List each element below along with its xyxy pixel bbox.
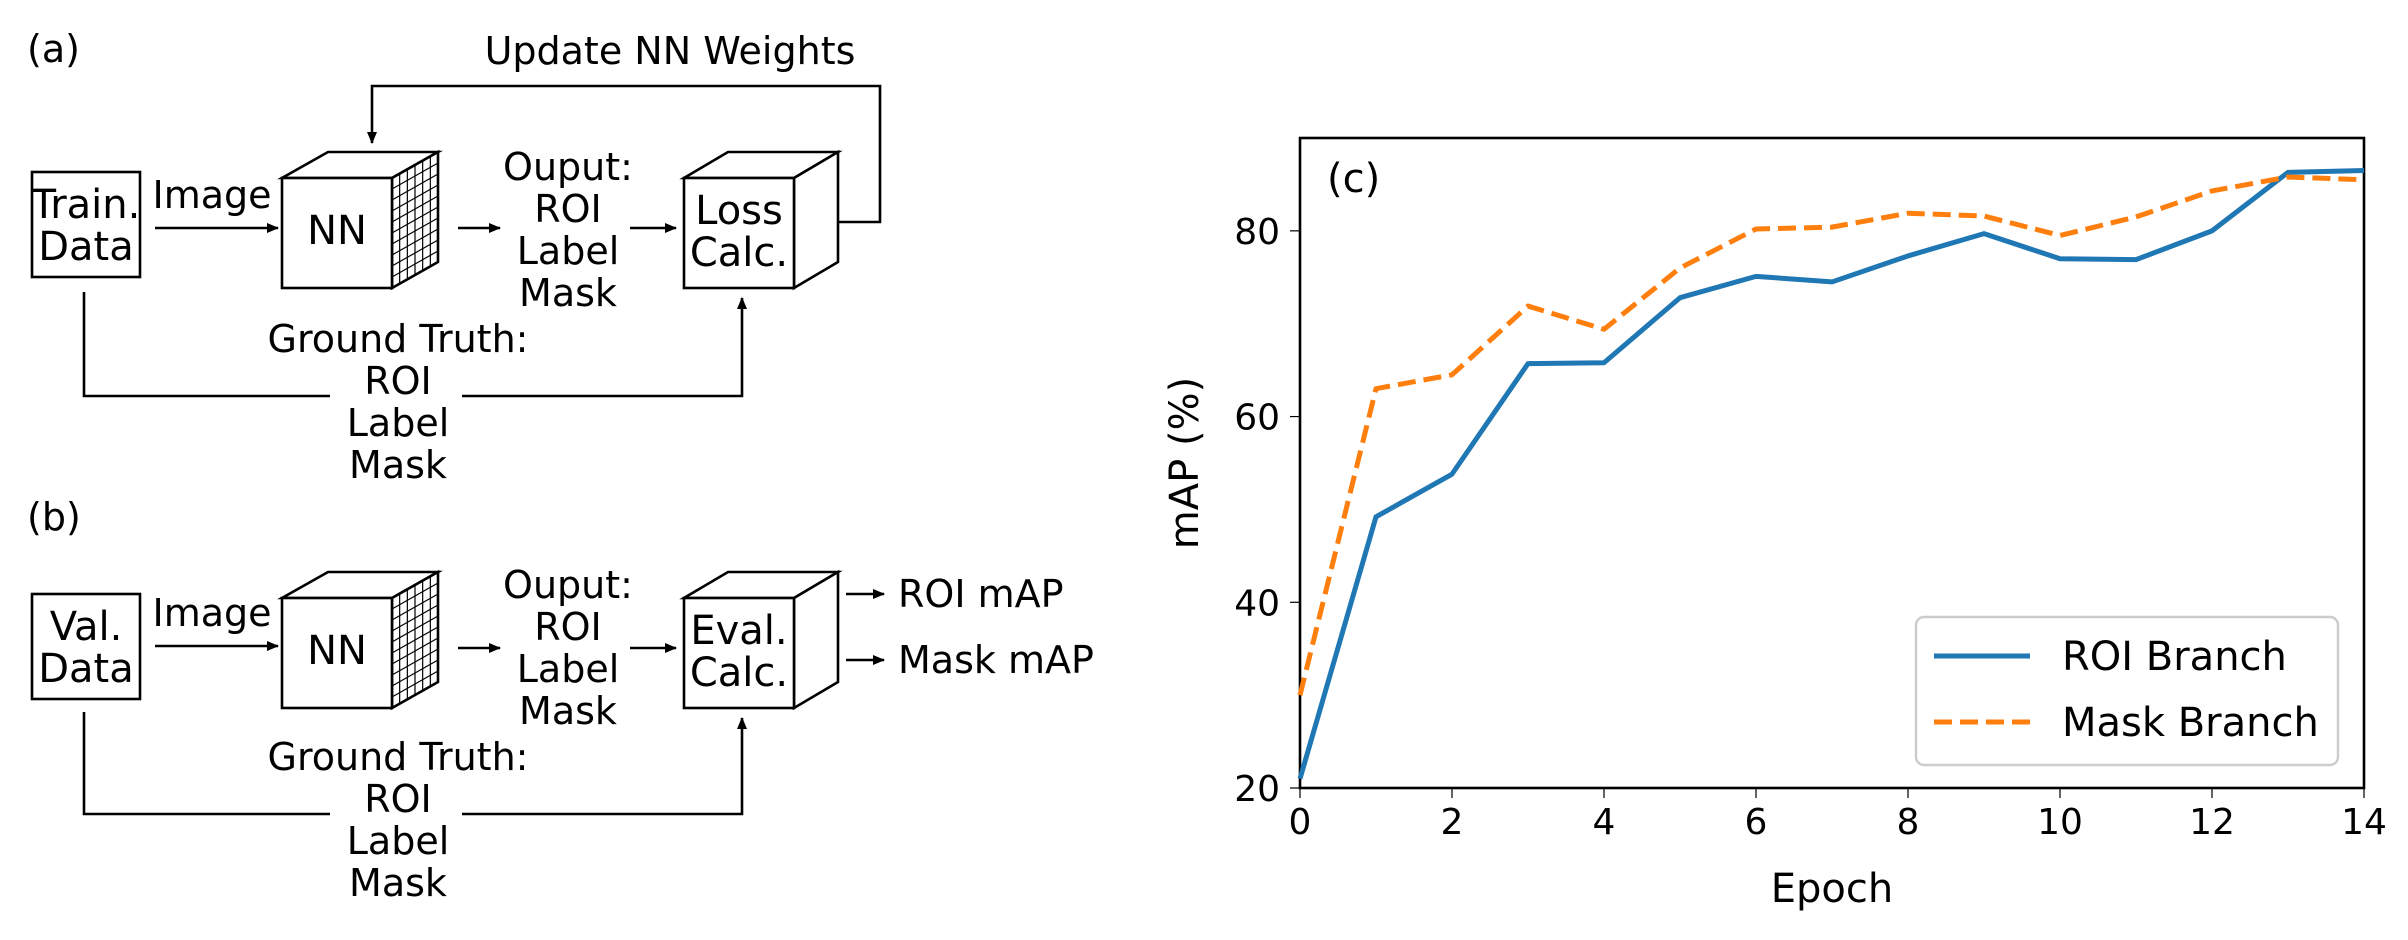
gt-line-2: ROI: [364, 359, 432, 403]
output-line-4: Mask: [519, 271, 617, 315]
nn-cube-b: NN: [277, 569, 443, 711]
output-line-3: Label: [517, 229, 620, 273]
image-label: Image: [152, 173, 271, 217]
nn-grid-line: [391, 648, 439, 676]
output-line-1: Ouput:: [503, 145, 633, 189]
output-b-line-1: Ouput:: [503, 563, 633, 607]
val-data-label-2: Data: [38, 646, 134, 692]
nn-label: NN: [307, 208, 367, 254]
gt-line-1: Ground Truth:: [268, 317, 529, 361]
nn-grid-line: [391, 184, 439, 212]
roi-map-label: ROI mAP: [898, 572, 1064, 616]
output-b-line-4: Mask: [519, 689, 617, 733]
x-tick-label: 4: [1593, 802, 1616, 843]
panel-b-tag: (b): [27, 495, 81, 539]
panel-a-diagram: (a) Update NN Weights Train. Data Image …: [27, 27, 882, 487]
image-label-b: Image: [152, 591, 271, 635]
chart-panel-tag: (c): [1327, 156, 1380, 202]
feedback-arrow: [367, 84, 882, 224]
eval-calc-label-2: Calc.: [690, 650, 788, 696]
nn-grid-line: [391, 162, 439, 190]
nn-grid-line: [391, 206, 439, 234]
nn-grid-line: [391, 228, 439, 256]
x-tick-label: 0: [1289, 802, 1312, 843]
nn-cube: NN: [277, 149, 443, 291]
gt-b-line-left: [82, 712, 330, 816]
y-tick-label: 80: [1234, 212, 1280, 253]
eval-calc-cube: Eval. Calc.: [679, 569, 843, 711]
y-tick-label: 20: [1234, 769, 1280, 810]
gt-b-line-4: Mask: [349, 861, 447, 905]
nn-grid-line: [391, 250, 439, 278]
val-data-box: [30, 592, 142, 701]
nn-grid-line: [391, 239, 439, 267]
loss-calc-label-1: Loss: [695, 188, 783, 234]
gt-line-3: Label: [347, 401, 450, 445]
nn-grid: [391, 156, 439, 284]
panel-b-diagram: (b) Val. Data Image NN Ouput: ROI Label …: [27, 495, 1094, 905]
x-tick-label: 2: [1441, 802, 1464, 843]
output-line-2: ROI: [534, 187, 602, 231]
x-tick-label: 10: [2037, 802, 2083, 843]
plot-frame: [1298, 136, 2366, 790]
output-b-line-3: Label: [517, 647, 620, 691]
gt-b-line-2: ROI: [364, 777, 432, 821]
nn-grid-line: [391, 626, 439, 654]
update-weights-label: Update NN Weights: [485, 29, 856, 73]
x-axis-label: Epoch: [1771, 866, 1893, 912]
nn-grid-line: [391, 593, 439, 621]
x-tick-label: 14: [2341, 802, 2387, 843]
nn-grid-line: [391, 615, 439, 643]
nn-grid-line: [391, 604, 439, 632]
gt-line-left: [82, 292, 330, 398]
train-data-label-2: Data: [38, 224, 134, 270]
nn-grid-line: [391, 195, 439, 223]
legend: ROI Branch Mask Branch: [1914, 615, 2340, 767]
nn-grid-line: [391, 582, 439, 610]
x-tick-label: 12: [2189, 802, 2235, 843]
nn-grid-line: [391, 637, 439, 665]
gt-line-4: Mask: [349, 443, 447, 487]
output-b-line-2: ROI: [534, 605, 602, 649]
y-ticks: 20 40 60 80: [1234, 212, 1300, 810]
loss-calc-cube: Loss Calc.: [679, 149, 843, 291]
mask-map-label: Mask mAP: [898, 638, 1094, 682]
y-tick-label: 60: [1234, 398, 1280, 439]
legend-mask-label: Mask Branch: [2062, 700, 2319, 746]
legend-roi-label: ROI Branch: [2062, 634, 2287, 680]
panel-a-tag: (a): [27, 27, 80, 71]
gt-b-line-3: Label: [347, 819, 450, 863]
nn-grid-line: [391, 173, 439, 201]
eval-calc-label-1: Eval.: [690, 608, 787, 654]
map-chart: 0 2 4 6 8 10 12 14 20 40 60 80 (c) Epoch mAP (%) R…: [1162, 136, 2387, 912]
nn-label-b: NN: [307, 628, 367, 674]
x-tick-label: 6: [1745, 802, 1768, 843]
nn-grid-line: [391, 217, 439, 245]
gt-b-arrow: [462, 717, 747, 816]
nn-grid-line: [391, 659, 439, 687]
x-ticks: 0 2 4 6 8 10 12 14: [1289, 788, 2387, 843]
gt-b-line-1: Ground Truth:: [268, 735, 529, 779]
train-data-box: [30, 170, 142, 279]
gt-arrow: [462, 297, 747, 398]
nn-grid-b: [391, 576, 439, 704]
val-data-label-1: Val.: [50, 604, 123, 650]
loss-calc-label-2: Calc.: [690, 230, 788, 276]
nn-grid-line: [391, 670, 439, 698]
series-lines: [1297, 168, 2365, 780]
y-tick-label: 40: [1234, 583, 1280, 624]
train-data-label-1: Train.: [31, 182, 141, 228]
x-tick-label: 8: [1897, 802, 1920, 843]
y-axis-label: mAP (%): [1162, 377, 1208, 549]
